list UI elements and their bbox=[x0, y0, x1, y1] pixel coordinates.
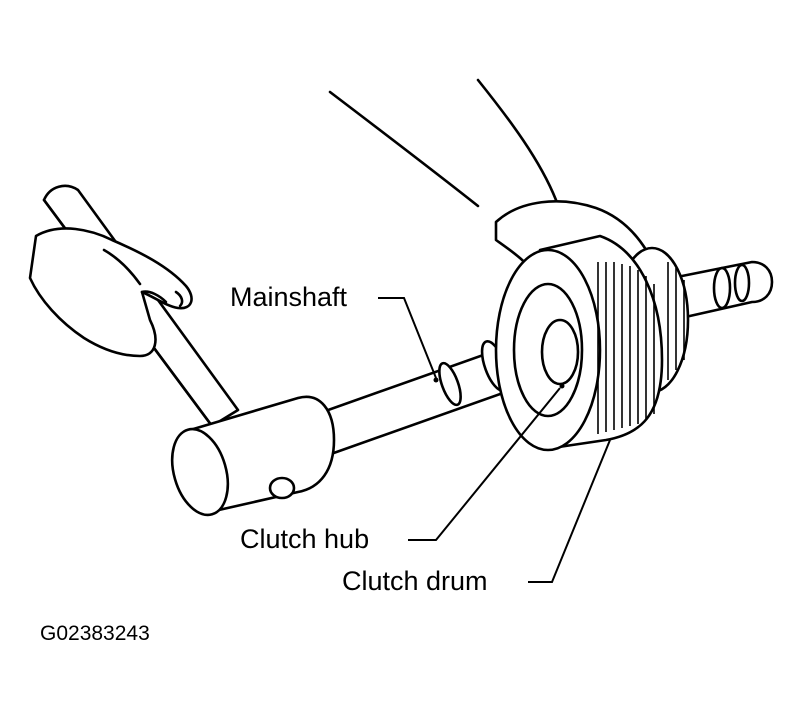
left-hand-drawing bbox=[28, 184, 240, 428]
mainshaft-leader bbox=[378, 297, 437, 379]
figure-code: G02383243 bbox=[40, 622, 150, 645]
hammer-head-drawing bbox=[170, 395, 336, 517]
clutch-drum-drawing bbox=[494, 234, 774, 452]
clutch-hub-label: Clutch hub bbox=[240, 524, 369, 554]
mainshaft-leader-dot bbox=[433, 377, 439, 383]
clutch-hub-leader bbox=[408, 387, 561, 541]
drum-teeth-hatching bbox=[597, 262, 685, 434]
clutch-drum-leader bbox=[528, 439, 611, 583]
clutch-hub-leader-dot bbox=[559, 383, 565, 389]
leader-lines bbox=[378, 297, 611, 583]
mainshaft-label: Mainshaft bbox=[230, 282, 348, 312]
clutch-drum-label: Clutch drum bbox=[342, 566, 488, 596]
